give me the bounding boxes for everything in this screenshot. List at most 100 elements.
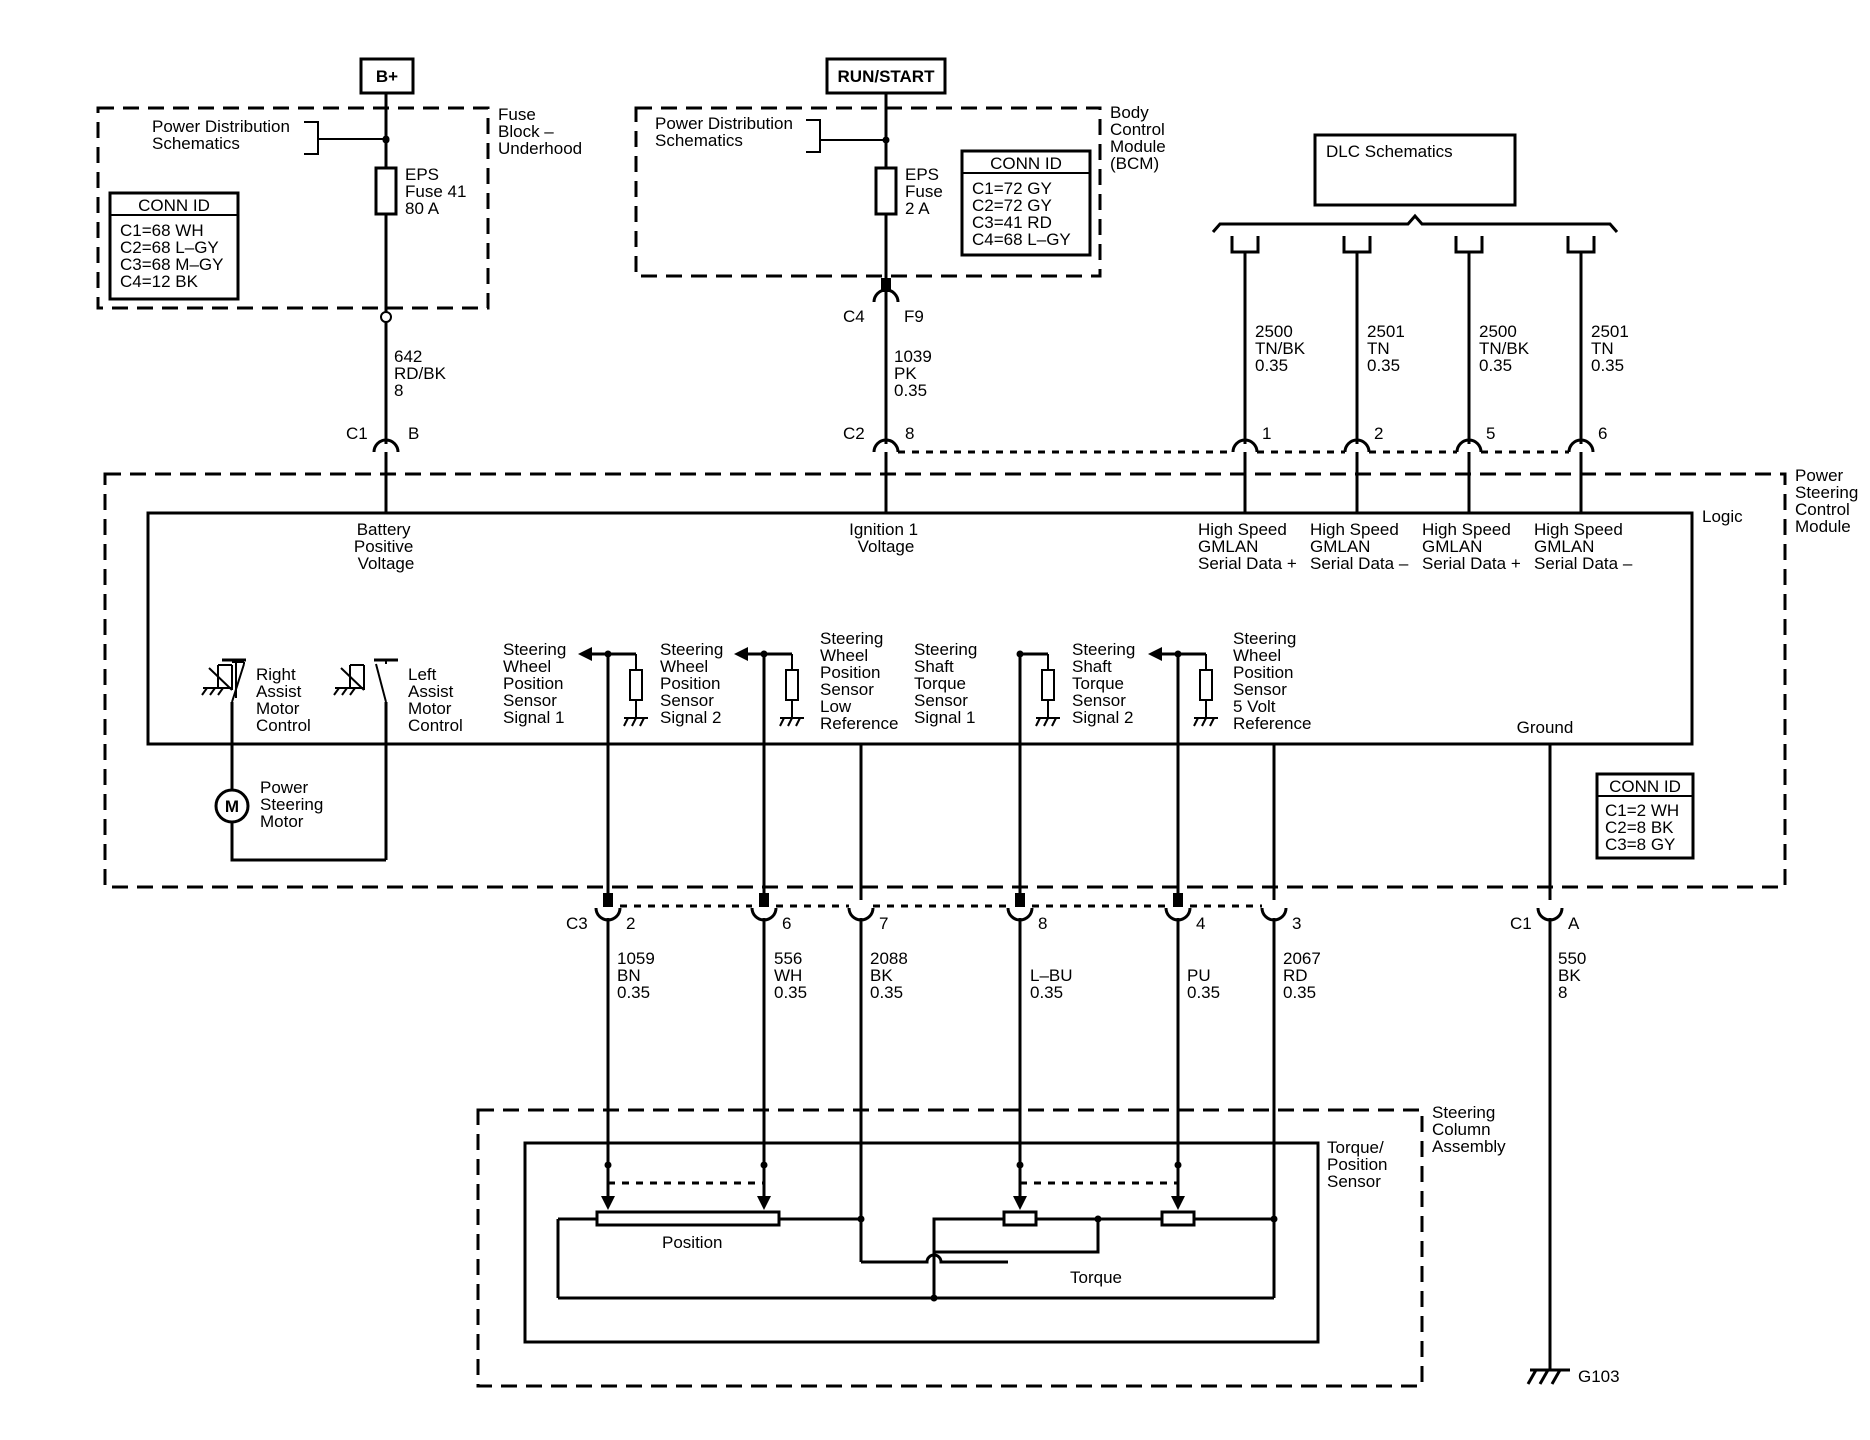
fuse-block-outline: [96, 106, 490, 310]
fuse-block-conn-id: [108, 191, 240, 301]
pscm-conn-id: [1595, 772, 1695, 860]
fuse-41: [374, 166, 398, 216]
battery-voltage-label: Battery Positive Voltage: [354, 520, 418, 573]
eps-fuse-2a-label: EPS Fuse 2 A: [905, 165, 948, 218]
power-steering-motor-label: Power Steering Motor: [260, 778, 328, 831]
position-sensor-element: [556, 1161, 865, 1298]
pin-b: B: [408, 424, 419, 443]
swlow-label: Steering Wheel Position Sensor Low Refer…: [820, 629, 898, 733]
pin-c2: C2: [843, 424, 865, 443]
wire-1059-label: 1059 BN 0.35: [617, 949, 660, 1002]
fuse-block-conn-list: C1=68 WH C2=68 L–GY C3=68 M–GY C4=12 BK: [120, 221, 228, 291]
fuse-block-conn-title: CONN ID: [138, 196, 210, 215]
wire-1039-label: 1039 PK 0.35: [894, 347, 937, 400]
column-harness: [606, 918, 1552, 1370]
wire-lbu-label: L–BU 0.35: [1030, 966, 1077, 1002]
pin-c3-6: 6: [782, 914, 791, 933]
wire-556-label: 556 WH 0.35: [774, 949, 807, 1002]
sst1-circuit: [1016, 650, 1060, 900]
torque-label: Torque: [1070, 1268, 1122, 1287]
dlc-brace: [1211, 213, 1619, 233]
pin-2: 2: [1374, 424, 1383, 443]
right-assist-motor-switch: [201, 658, 246, 793]
motor-return-wire: [230, 822, 386, 862]
wire-2067-label: 2067 RD 0.35: [1283, 949, 1326, 1002]
dlc-label: DLC Schematics: [1326, 142, 1453, 161]
pscm-bottom-connectors: [594, 893, 1564, 922]
sws1-label: Steering Wheel Position Sensor Signal 1: [503, 640, 571, 727]
bcm-f9-label: F9: [904, 307, 924, 326]
left-assist-motor-switch: [333, 658, 398, 860]
wire-642-label: 642 RD/BK 8: [394, 347, 451, 400]
sw5v-label: Steering Wheel Position Sensor 5 Volt Re…: [1233, 629, 1311, 733]
left-assist-motor-label: Left Assist Motor Control: [408, 665, 463, 735]
ground-g103-symbol: [1526, 1368, 1570, 1385]
gmlan-4-label: High Speed GMLAN Serial Data –: [1534, 520, 1633, 573]
gmlan-3-label: High Speed GMLAN Serial Data +: [1422, 520, 1521, 573]
ground-g103-label: G103: [1578, 1367, 1620, 1386]
pscm-top-connectors: [372, 438, 1595, 513]
bcm-conn-title: CONN ID: [990, 154, 1062, 173]
fuse-block-label: Fuse Block – Underhood: [498, 105, 582, 158]
pin-c3-3: 3: [1292, 914, 1301, 933]
right-assist-motor-label: Right Assist Motor Control: [256, 665, 311, 735]
pscm-outline: [103, 472, 1787, 889]
torque-position-sensor-label: Torque/ Position Sensor: [1327, 1138, 1392, 1191]
pscm-conn-list: C1=2 WH C2=8 BK C3=8 GY: [1605, 801, 1684, 854]
pin-1: 1: [1262, 424, 1271, 443]
bcm-c4-label: C4: [843, 307, 865, 326]
ground-label: Ground: [1517, 718, 1574, 737]
pin-5: 5: [1486, 424, 1495, 443]
bcm-pd-bracket: [806, 119, 886, 153]
pscm-label: Power Steering Control Module: [1795, 466, 1863, 536]
sst2-circuit: [1148, 647, 1218, 900]
pin-c3: C3: [566, 914, 588, 933]
bcm-pd-schematics: Power Distribution Schematics: [655, 114, 798, 150]
sst1-label: Steering Shaft Torque Sensor Signal 1: [914, 640, 982, 727]
sws2-label: Steering Wheel Position Sensor Signal 2: [660, 640, 728, 727]
bcm-c4-connector: [872, 288, 900, 303]
motor-m-label: M: [225, 797, 239, 816]
pscm-conn-title: CONN ID: [1609, 777, 1681, 796]
eps-fuse-2a: [874, 166, 898, 216]
pin-c1-bottom: C1: [1510, 914, 1532, 933]
fuse-41-label: EPS Fuse 41 80 A: [405, 165, 471, 218]
position-label: Position: [662, 1233, 722, 1252]
bcm-label: Body Control Module (BCM): [1110, 103, 1171, 173]
run-start-label: RUN/START: [838, 67, 936, 86]
fuse-block-pd-bracket: [304, 121, 386, 155]
wire-dlc4-label: 2501 TN 0.35: [1591, 322, 1634, 375]
wire-dlc1-label: 2500 TN/BK 0.35: [1255, 322, 1310, 375]
sws2-circuit: [734, 647, 804, 900]
pin-c3-8: 8: [1038, 914, 1047, 933]
bcm-conn-id: [960, 149, 1092, 257]
wire-dlc3-label: 2500 TN/BK 0.35: [1479, 322, 1534, 375]
gmlan-2-label: High Speed GMLAN Serial Data –: [1310, 520, 1409, 573]
torque-sensor-element: [558, 1161, 1278, 1302]
pin-c1-a: A: [1568, 914, 1580, 933]
pin-6: 6: [1598, 424, 1607, 443]
pin-c3-4: 4: [1196, 914, 1205, 933]
pin-c3-7: 7: [879, 914, 888, 933]
sws1-circuit: [578, 647, 648, 900]
wire-dlc2-label: 2501 TN 0.35: [1367, 322, 1410, 375]
dlc-connectors: [1230, 236, 1596, 444]
bcm-outline: [634, 106, 1102, 278]
dlc-box: [1313, 133, 1517, 207]
pin-c1-top: C1: [346, 424, 368, 443]
ignition-voltage-label: Ignition 1 Voltage: [849, 520, 923, 556]
wire-pu-label: PU 0.35: [1187, 966, 1220, 1002]
logic-box: [146, 511, 1694, 746]
wire-550-label: 550 BK 8: [1558, 949, 1591, 1002]
gmlan-1-label: High Speed GMLAN Serial Data +: [1198, 520, 1297, 573]
pin-c2-8: 8: [905, 424, 914, 443]
torque-position-sensor-box: [523, 1141, 1320, 1344]
pin-c3-2: 2: [626, 914, 635, 933]
wire-2088-label: 2088 BK 0.35: [870, 949, 913, 1002]
logic-label: Logic: [1702, 507, 1743, 526]
steering-column-label: Steering Column Assembly: [1432, 1103, 1506, 1156]
steering-column-outline: [476, 1108, 1424, 1388]
fuse-block-pd-schematics: Power Distribution Schematics: [152, 117, 295, 153]
bcm-conn-list: C1=72 GY C2=72 GY C3=41 RD C4=68 L–GY: [972, 179, 1071, 249]
